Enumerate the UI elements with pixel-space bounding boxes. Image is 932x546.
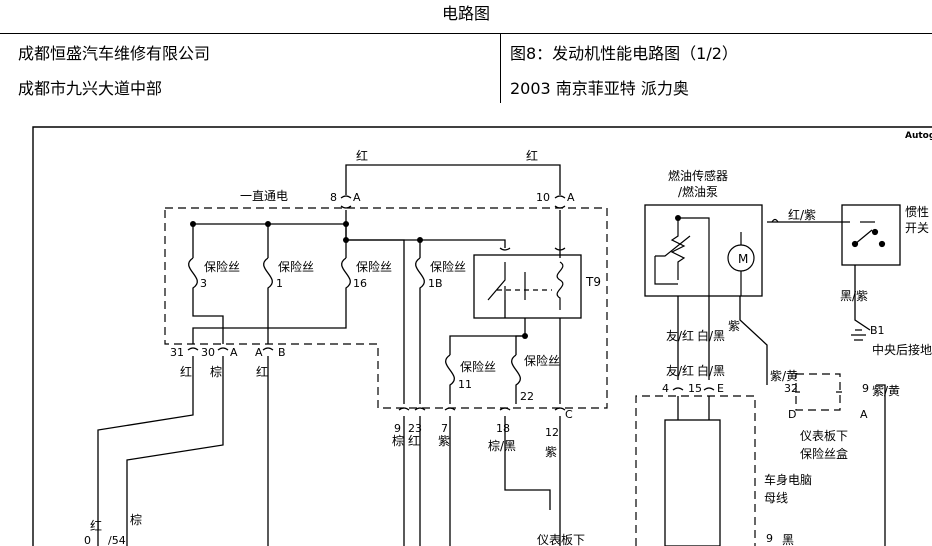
bottom-wire-9: 9 [766, 532, 773, 545]
connector-31-label: 31 [170, 346, 184, 359]
vehicle-model: 2003 南京菲亚特 派力奥 [510, 79, 689, 98]
wire-12-purple: 紫 [545, 445, 557, 459]
header-column-divider [500, 33, 501, 103]
wire-12-number: 12 [545, 426, 559, 439]
fuse-11-number: 11 [458, 378, 472, 391]
connector-10-pin: A [567, 191, 575, 204]
fuse-1-label: 保险丝 [278, 259, 314, 274]
bottom-left-0: 0 [84, 534, 91, 546]
fuse-3-number: 3 [200, 277, 207, 290]
connector-15-label: 15 [688, 382, 702, 395]
bottom-dash-label: 仪表板下 [537, 533, 585, 546]
dash-fuse-box-label-2: 保险丝盒 [800, 446, 848, 461]
wire-purple-yellow-left: 紫/黄 [770, 369, 798, 383]
ground-location-label: 中央后接地 [872, 342, 932, 357]
wire-30-brown: 棕 [210, 364, 222, 379]
fuse-22-label: 保险丝 [524, 353, 560, 368]
fuse-1b-number: 1B [428, 277, 443, 290]
wire-black-purple: 黑/紫 [840, 289, 868, 303]
wire-white-black-top: 白/黑 [697, 328, 725, 343]
connector-e-pin: E [717, 382, 724, 395]
fuse-16-number: 16 [353, 277, 367, 290]
connector-d-pin: D [788, 408, 796, 421]
wire-7-number: 7 [441, 422, 448, 435]
fuse-22-number: 22 [520, 390, 534, 403]
connector-b-pin: B [278, 346, 286, 359]
wire-31-red: 红 [180, 364, 192, 379]
body-ecu-label-1: 车身电脑 [764, 472, 812, 487]
wire-7-purple: 紫 [438, 434, 450, 448]
ground-b1-label: B1 [870, 324, 885, 337]
component-boxes [473, 204, 901, 546]
fuel-sensor-label-2: /燃油泵 [678, 184, 718, 199]
connector-10-label: 10 [536, 191, 550, 204]
company-address: 成都市九兴大道中部 [18, 79, 163, 98]
wire-23-red: 红 [408, 433, 420, 448]
wire-9-number: 9 [394, 422, 401, 435]
connector-30-label: 30 [201, 346, 215, 359]
relay-internals [487, 261, 564, 310]
wire-white-black-bottom: 白/黑 [697, 363, 725, 378]
wire-friend-red-top: 友/红 [666, 328, 694, 343]
ground-symbol [851, 329, 866, 341]
connector-32-label: 32 [784, 382, 798, 395]
relay-t9-label: T9 [585, 275, 601, 289]
bottom-left-54: /54 [108, 534, 126, 546]
wire-18-brown-black: 棕/黑 [488, 438, 516, 453]
inertia-switch-internals [851, 221, 886, 248]
connector-a-pin-right: A [860, 408, 868, 421]
page-title: 电路图 [441, 4, 490, 23]
connector-c-pin: C [565, 408, 573, 421]
fuse-1b-label: 保险丝 [430, 259, 466, 274]
bottom-left-red: 红 [90, 518, 102, 533]
diagram-frame [32, 126, 932, 546]
dashed-boxes [164, 207, 841, 546]
connector-terminals [187, 195, 842, 411]
connector-9-label: 9 [862, 382, 869, 395]
dash-fuse-box-label-1: 仪表板下 [800, 429, 848, 443]
bottom-wire-black: 黑 [782, 533, 794, 546]
fuse-1-number: 1 [276, 277, 283, 290]
connector-8-label: 8 [330, 191, 337, 204]
company-name: 成都恒盛汽车维修有限公司 [18, 44, 211, 63]
motor-m-label: M [738, 252, 748, 266]
fuse-16-label: 保险丝 [356, 259, 392, 274]
wire-9-brown: 棕 [392, 433, 404, 448]
wire-purple-yellow-right: 紫/黄 [872, 384, 900, 398]
fuel-sensor-internals [654, 217, 755, 296]
figure-title: 图8：发动机性能电路图（1/2） [510, 44, 738, 63]
header-table: 电路图 成都恒盛汽车维修有限公司 成都市九兴大道中部 图8：发动机性能电路图（1… [0, 0, 932, 103]
wire-label-red-left: 红 [356, 148, 368, 163]
connector-a-pin: A [255, 346, 263, 359]
connector-30-pin: A [230, 346, 238, 359]
watermark: Autog [905, 131, 932, 141]
fuse-11-label: 保险丝 [460, 359, 496, 374]
wires [97, 164, 886, 546]
body-ecu-label-2: 母线 [764, 491, 788, 505]
junction-dots [190, 215, 681, 339]
wire-23-number: 23 [408, 422, 422, 435]
fuse-3-label: 保险丝 [204, 259, 240, 274]
inertia-switch-label-2: 开关 [905, 221, 929, 235]
wire-friend-red-bottom: 友/红 [666, 363, 694, 378]
wire-red-purple: 红/紫 [788, 207, 816, 222]
wire-18-number: 18 [496, 422, 510, 435]
wire-a-red: 红 [256, 364, 268, 379]
connector-8-pin: A [353, 191, 361, 204]
header-top-rule [0, 33, 932, 34]
fuel-sensor-label-1: 燃油传感器 [668, 168, 728, 183]
diagram-labels: 红 红 一直通电 8 A 10 A 保险丝 3 保险丝 1 保险丝 16 保险丝… [84, 148, 932, 546]
always-hot-label: 一直通电 [240, 189, 288, 203]
wire-label-red-right: 红 [526, 148, 538, 163]
fuse-symbols [188, 257, 521, 393]
wire-purple-top: 紫 [728, 319, 740, 333]
inertia-switch-label-1: 惯性 [905, 204, 929, 219]
connector-4-label: 4 [662, 382, 669, 395]
bottom-left-brown: 棕 [130, 512, 142, 527]
